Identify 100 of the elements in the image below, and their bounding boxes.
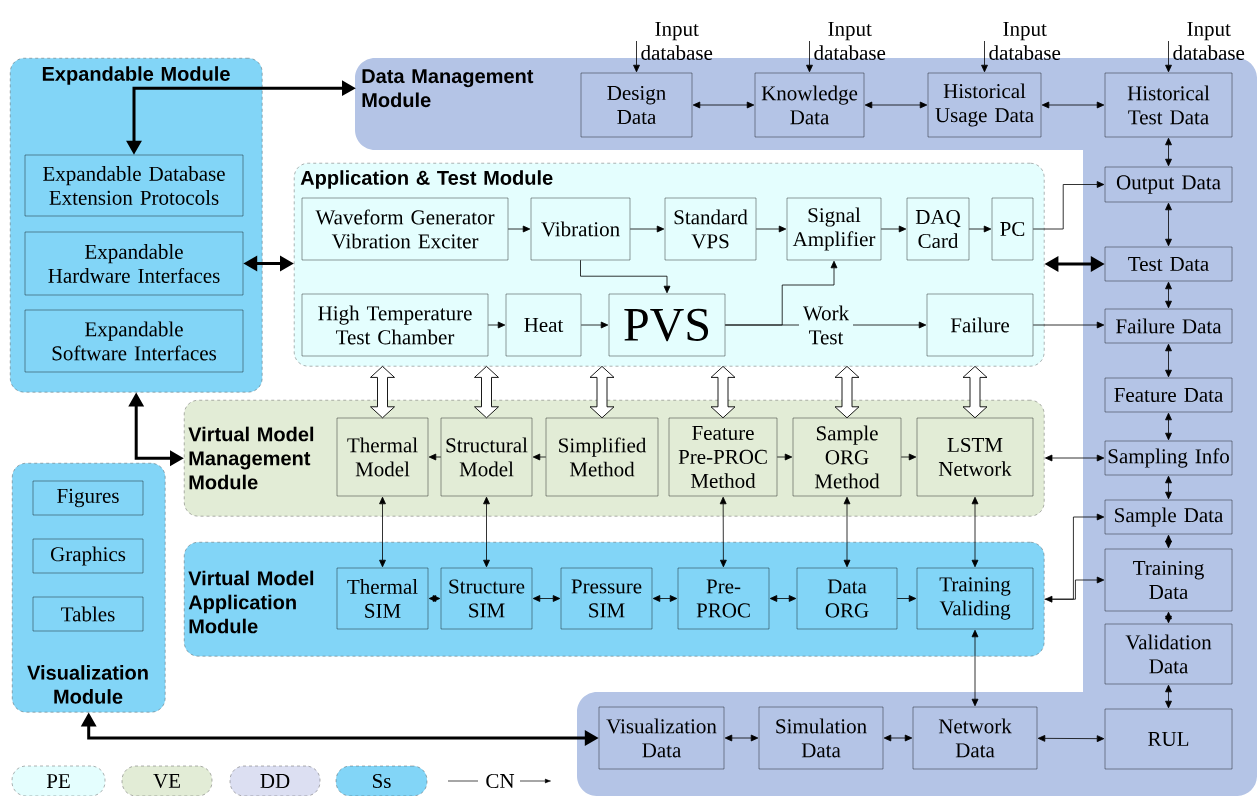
- arrow: [1165, 202, 1172, 247]
- arrow: [880, 225, 907, 233]
- component-box: Heat: [505, 293, 582, 357]
- arrow: [724, 260, 838, 326]
- arrow: [532, 595, 561, 602]
- component-box: Figures: [32, 480, 144, 516]
- component-box: Structure SIM: [440, 567, 533, 630]
- arrow: [1165, 611, 1172, 624]
- component-box: Output Data: [1104, 166, 1233, 203]
- input-label: Input database: [814, 22, 886, 60]
- component-box: Pre-PROC: [677, 567, 770, 630]
- arrow: [1032, 321, 1105, 329]
- component-box: Waveform Generator Vibration Exciter: [301, 197, 509, 261]
- arrow: [1165, 475, 1172, 500]
- component-box: Vibration: [530, 197, 631, 261]
- arrow: [487, 321, 506, 329]
- arrow: [507, 225, 531, 233]
- arrow: [981, 40, 988, 73]
- arrow: [1165, 534, 1172, 549]
- legend-item: CN: [447, 773, 551, 789]
- legend-item: DD: [229, 765, 321, 796]
- component-box: Training Data: [1104, 548, 1233, 612]
- arrow: [1165, 412, 1172, 441]
- double-arrow: [962, 365, 988, 419]
- component-box: Failure: [926, 293, 1034, 357]
- arrow: [1165, 343, 1172, 378]
- legend-item: PE: [11, 765, 106, 796]
- arrow: [532, 453, 547, 461]
- arrow: [755, 225, 787, 233]
- arrow: [379, 496, 386, 568]
- arrow: [1044, 576, 1105, 600]
- component-box: DAQ Card: [906, 197, 970, 261]
- component-box: Sampling Info: [1104, 440, 1233, 476]
- arrow: [883, 734, 913, 742]
- component-box: Feature Pre-PROC Method: [668, 417, 778, 497]
- double-arrow: [710, 365, 736, 419]
- double-arrow: [474, 365, 499, 419]
- arrow: [719, 496, 727, 568]
- component-box: Simplified Method: [545, 417, 659, 497]
- arrow: [769, 595, 797, 602]
- component-box: Simulation Data: [758, 706, 884, 770]
- arrow: [629, 225, 665, 233]
- double-arrow: [589, 365, 615, 419]
- arrow: [1041, 101, 1105, 109]
- arrow: [633, 40, 640, 73]
- arrow: [971, 629, 979, 707]
- component-box: Signal Amplifier: [786, 197, 882, 261]
- arrow: [900, 453, 917, 461]
- edge-label: Work Test: [799, 304, 853, 346]
- double-arrow: [834, 365, 860, 419]
- arrow: [652, 595, 678, 602]
- arrow: [1165, 684, 1172, 709]
- component-box: Expandable Software Interfaces: [24, 309, 244, 373]
- arrow: [1165, 137, 1172, 167]
- component-box: LSTM Network: [916, 417, 1034, 497]
- component-box: Thermal SIM: [336, 567, 429, 630]
- component-box: PVS: [608, 293, 726, 357]
- component-box: Pressure SIM: [560, 567, 653, 630]
- arrow: [1045, 454, 1105, 462]
- component-box: Structural Model: [440, 417, 533, 497]
- double-arrow: [370, 365, 395, 419]
- component-box: Design Data: [580, 72, 693, 138]
- arrow: [843, 496, 851, 568]
- arrow: [896, 595, 917, 602]
- arrow: [1165, 40, 1172, 73]
- arrow: [776, 453, 793, 461]
- arrow: [580, 321, 609, 329]
- arrow: [428, 595, 441, 602]
- component-box: Expandable Database Extension Protocols: [24, 154, 244, 217]
- component-box: Tables: [32, 596, 144, 632]
- component-box: Failure Data: [1104, 308, 1233, 344]
- arrow: [692, 101, 755, 109]
- component-box: Visualization Data: [598, 706, 725, 770]
- arrow: [1037, 735, 1105, 743]
- arrow: [1045, 513, 1105, 603]
- arrow: [806, 40, 813, 73]
- arrow: [428, 453, 442, 461]
- legend-item: VE: [121, 765, 213, 796]
- input-label: Input database: [641, 22, 713, 60]
- arrow: [968, 225, 992, 233]
- component-box: Test Data: [1104, 246, 1233, 282]
- component-box: Network Data: [912, 706, 1038, 770]
- component-box: Graphics: [32, 538, 144, 574]
- input-label: Input database: [989, 22, 1061, 60]
- component-box: Feature Data: [1104, 377, 1233, 413]
- component-box: Knowledge Data: [754, 72, 865, 138]
- arrow: [971, 496, 979, 568]
- arrow: [864, 101, 928, 109]
- component-box: Sample Data: [1104, 499, 1233, 535]
- component-box: RUL: [1104, 708, 1233, 770]
- component-box: Historical Usage Data: [927, 72, 1042, 138]
- arrow: [724, 734, 759, 742]
- component-box: Validation Data: [1104, 623, 1233, 685]
- component-box: High Temperature Test Chamber: [301, 293, 489, 357]
- component-box: Training Validing: [916, 567, 1034, 630]
- legend-item: Ss: [335, 765, 428, 796]
- component-box: PC: [991, 197, 1034, 261]
- arrow: [580, 259, 671, 294]
- component-box: Thermal Model: [336, 417, 429, 497]
- arrow: [483, 496, 490, 568]
